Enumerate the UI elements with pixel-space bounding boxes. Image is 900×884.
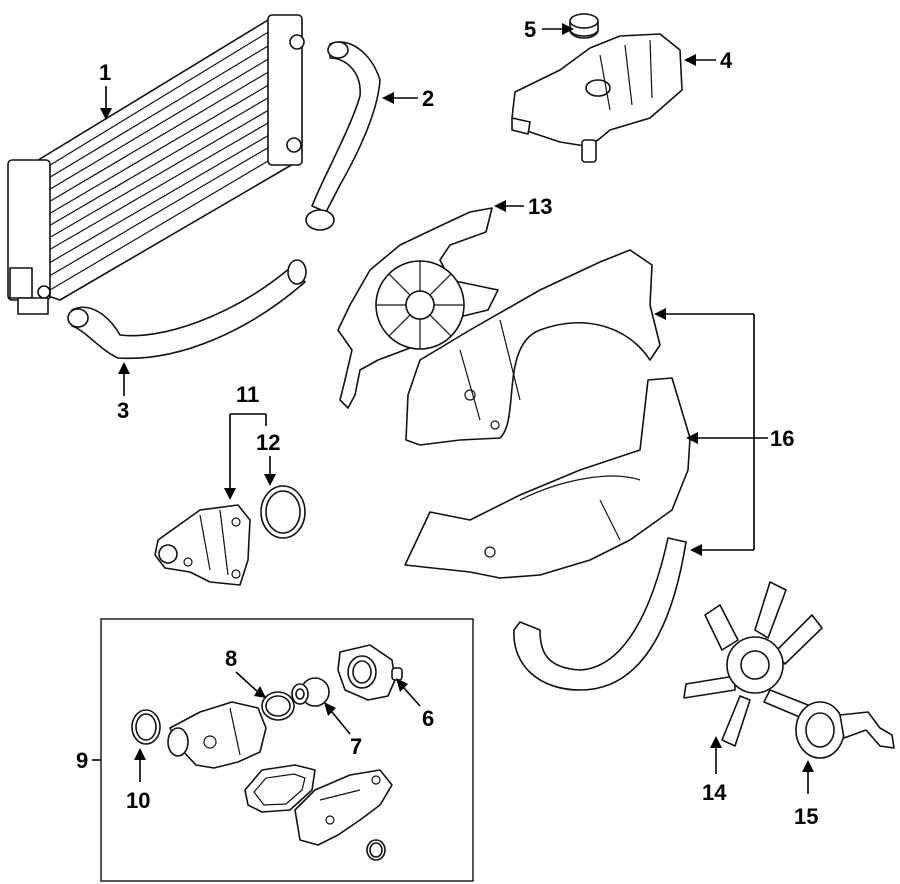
callout-11: 11 [236,382,259,407]
callout-8: 8 [225,646,237,671]
leader-lines [92,23,814,794]
callout-2: 2 [422,86,434,111]
upper-fan-shroud [337,207,499,409]
callout-13: 13 [528,194,552,219]
callout-15: 15 [794,804,818,829]
o-ring-10 [131,709,161,745]
coolant-reservoir [511,33,683,163]
callout-labels: 1 2 3 4 5 6 7 8 9 10 11 12 13 14 15 16 [76,17,818,829]
water-pump [154,504,251,586]
callout-6: 6 [422,706,434,731]
o-ring-8 [261,691,295,721]
callout-10: 10 [126,788,150,813]
callout-16: 16 [770,426,794,451]
upper-radiator-hose [305,41,381,231]
callout-7: 7 [350,734,362,759]
water-pump-gasket [260,485,306,539]
thermostat-group-box [100,618,474,882]
lower-radiator-hose [67,259,307,360]
callout-14: 14 [702,780,727,805]
thermostat-housing [167,701,267,769]
callout-5: 5 [524,17,536,42]
housing-gasket [244,764,316,813]
callout-3: 3 [117,398,129,423]
lower-thermostat-housing [294,769,393,846]
fan-clutch [795,701,895,759]
reservoir-cap [569,13,599,39]
thermostat [291,677,330,707]
callout-1: 1 [99,60,111,85]
callout-12: 12 [256,430,280,455]
radiator [7,14,305,315]
callout-4: 4 [720,48,733,73]
water-outlet-housing [337,644,403,701]
small-o-ring [366,839,386,861]
cooling-fan [683,581,823,747]
callout-9: 9 [76,748,88,773]
